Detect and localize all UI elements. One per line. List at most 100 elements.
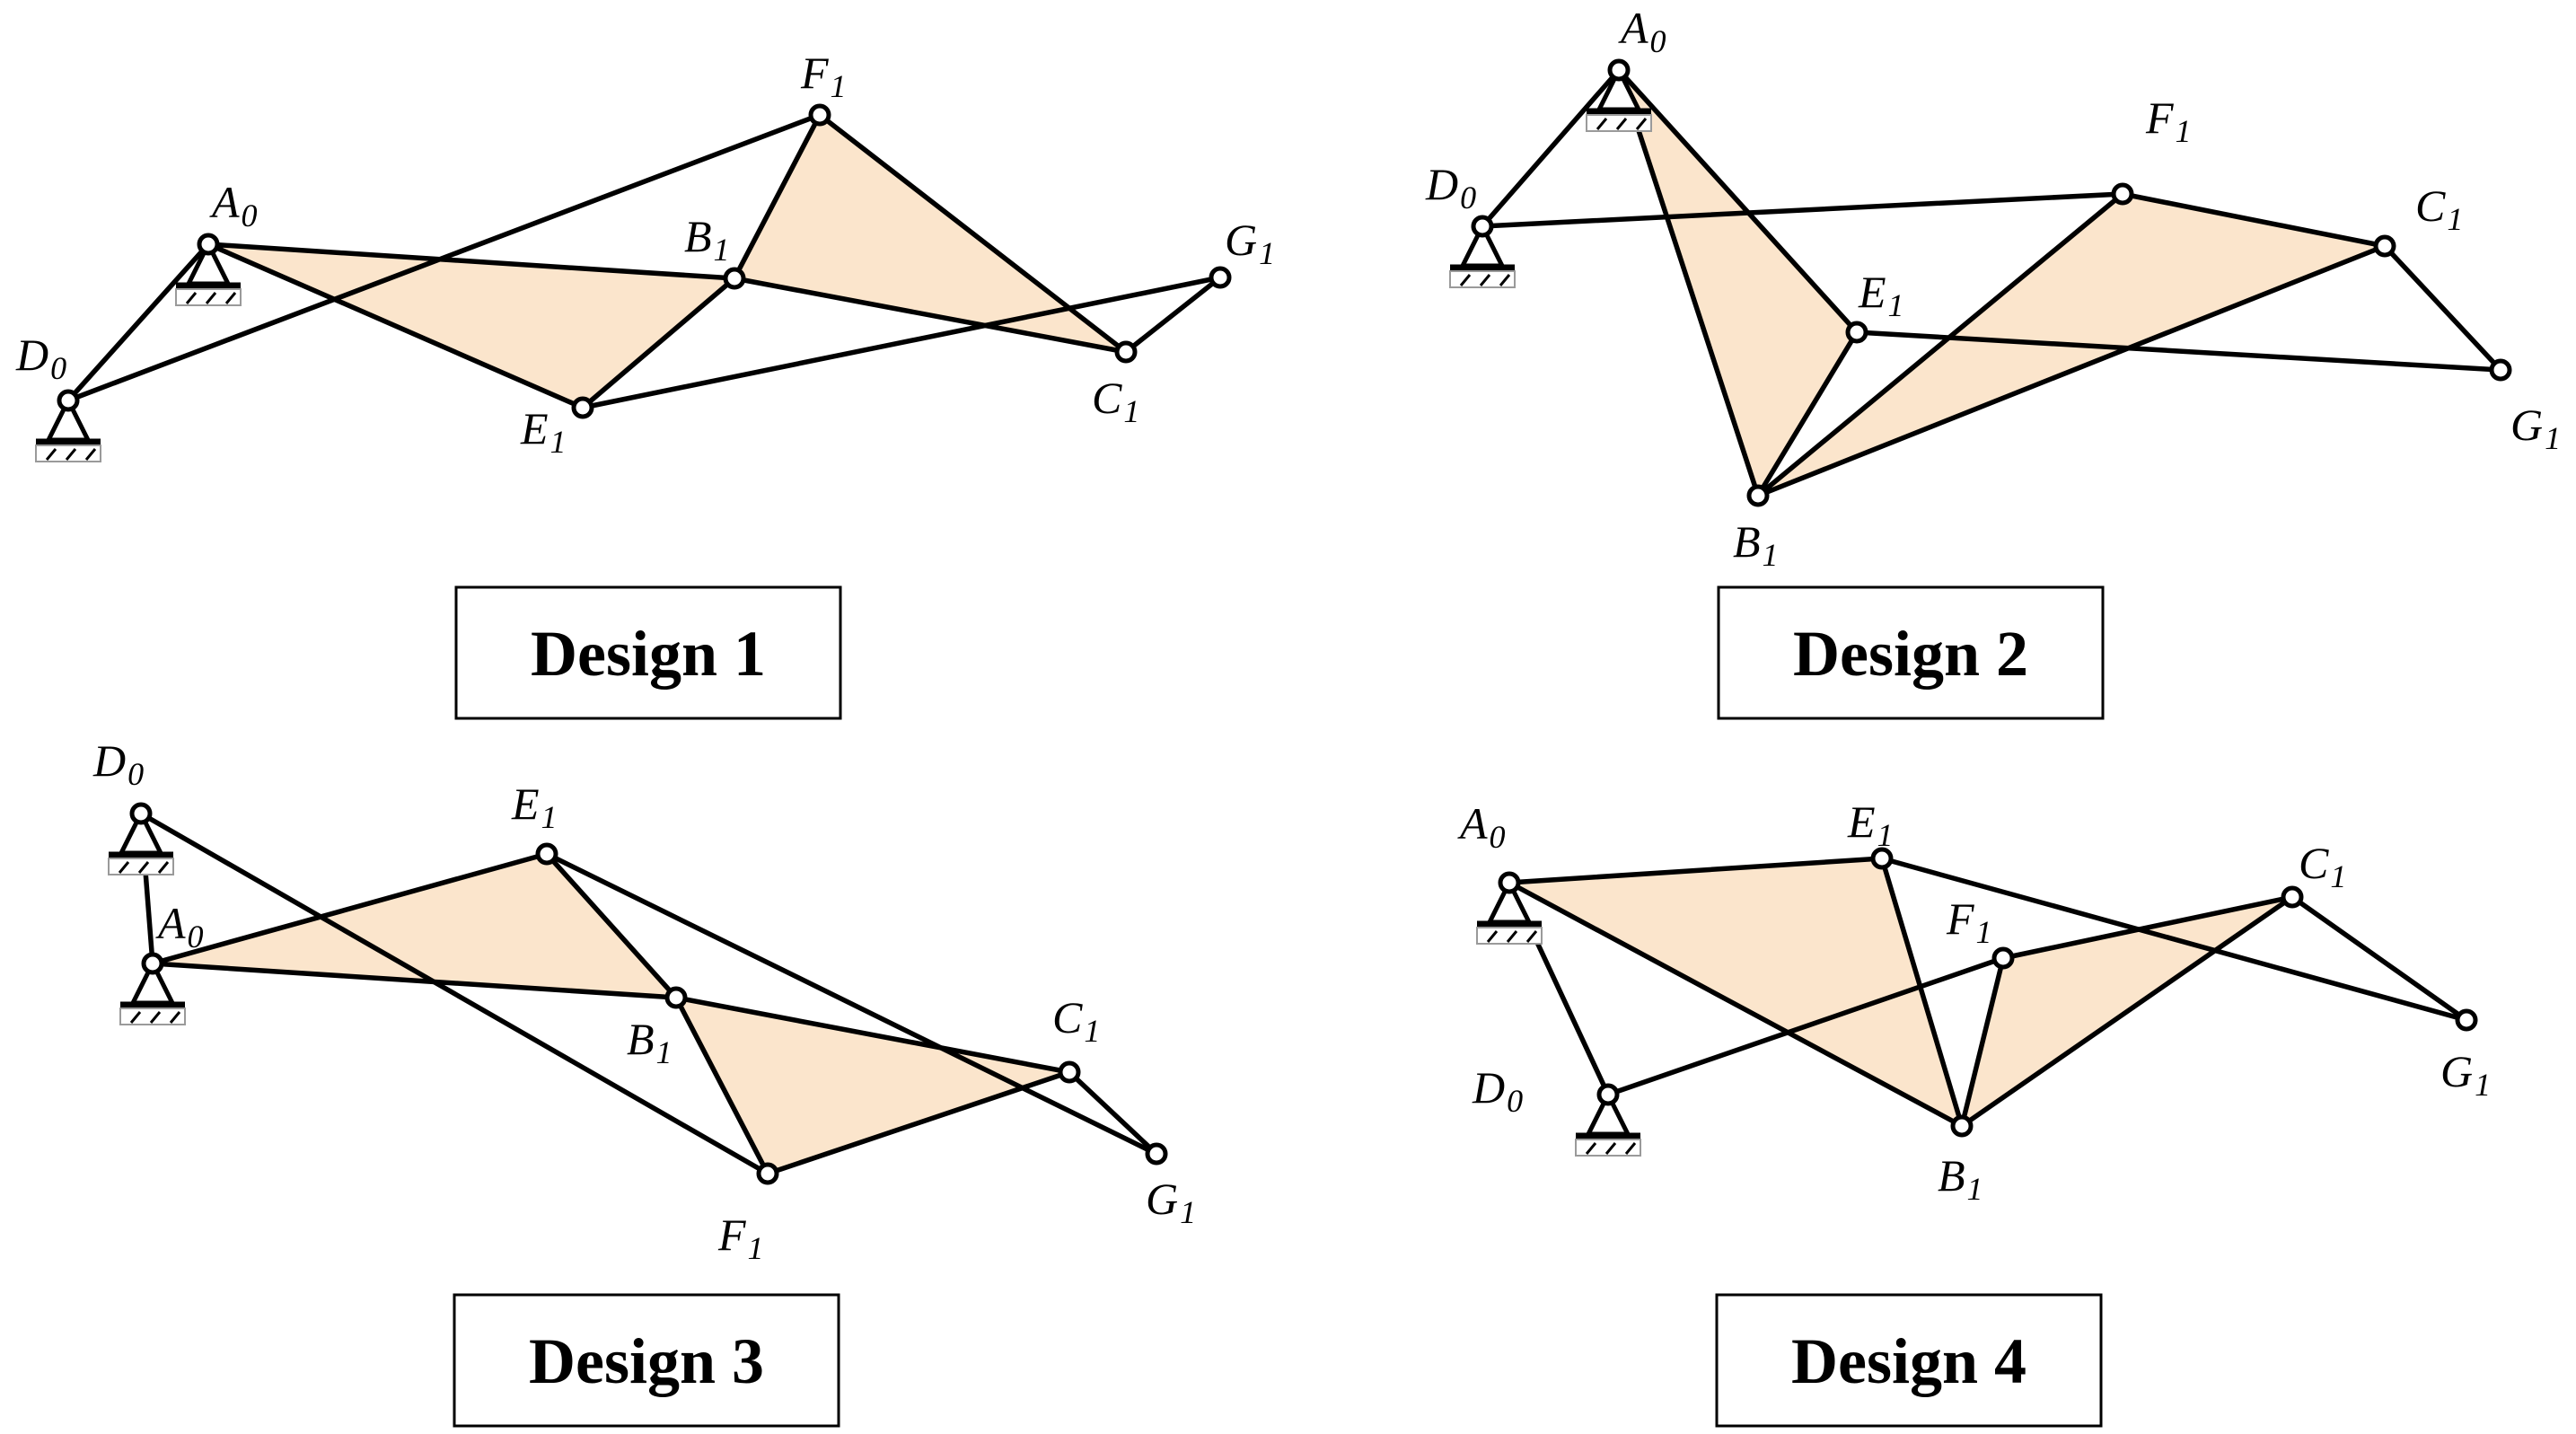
joint-C1 (2373, 234, 2396, 258)
link-D0-F1 (1480, 191, 2125, 229)
joint-label-letter: B (1938, 1150, 1965, 1201)
joint-label-subscript: 1 (1888, 287, 1904, 323)
design-title-box (453, 1293, 840, 1428)
joint-label-subscript: 1 (748, 1230, 764, 1266)
ternary-plate-F1-C1-B1 (1959, 894, 2295, 1129)
support-hatch-line (1506, 930, 1518, 943)
support-hatch-box (1476, 927, 1543, 945)
support-hatch-line (137, 861, 150, 874)
joint-C1 (1114, 340, 1138, 364)
support-hatch-box (35, 444, 101, 462)
joint-label-B1: B1 (1733, 516, 1779, 573)
joint-label-D0: D0 (1472, 1062, 1523, 1119)
joint-label-subscript: 1 (1259, 235, 1275, 271)
link-D0-F1 (66, 112, 822, 403)
link-E1-G1 (544, 851, 1159, 1157)
joint-B1 (1746, 484, 1770, 507)
link-D0-F1 (138, 811, 770, 1176)
joint-label-G1: G1 (1225, 215, 1275, 271)
joint-label-subscript: 1 (2176, 113, 2192, 149)
link-C1-G1 (2382, 243, 2503, 373)
joint-label-subscript: 1 (1763, 537, 1779, 573)
support-hatch-line (1585, 1142, 1597, 1155)
support-hatch-line (84, 448, 97, 461)
link-E1-G1 (1854, 330, 2503, 373)
joint-label-subscript: 0 (1650, 23, 1666, 59)
joint-D0 (57, 389, 80, 412)
joint-label-G1: G1 (2440, 1046, 2491, 1103)
support-hatch-box (108, 858, 174, 875)
joint-label-subscript: 1 (2475, 1067, 2491, 1103)
joint-A0 (197, 233, 220, 256)
ternary-plate-A0-E1-B1 (150, 851, 679, 1000)
joint-C1 (1058, 1060, 1081, 1084)
joint-F1 (756, 1162, 779, 1185)
joint-D0-ground-support (108, 808, 174, 875)
support-hatch-line (185, 292, 198, 304)
design-title: Design 4 (1791, 1325, 2027, 1397)
joint-label-A0: A0 (155, 898, 204, 955)
joint-label-letter: C (2415, 180, 2446, 231)
joint-label-G1: G1 (2510, 400, 2561, 456)
support-hatch-line (1615, 118, 1628, 130)
support-hatch-line (45, 448, 57, 461)
link-D0-F1 (1605, 955, 2006, 1097)
joint-label-B1: B1 (627, 1014, 673, 1070)
joint-label-F1: F1 (2145, 92, 2192, 149)
joint-E1 (1845, 321, 1868, 344)
ternary-plate-B1-C1-F1 (673, 995, 1072, 1176)
support-hatch-line (1605, 1142, 1617, 1155)
joint-label-A0: A0 (1618, 3, 1666, 59)
joint-A0 (1607, 58, 1631, 82)
joint-label-letter: F (2145, 92, 2174, 143)
ternary-plate-F1-B1-C1 (732, 112, 1129, 355)
joint-label-letter: A (1618, 3, 1648, 53)
joint-D0-ground-support (35, 395, 101, 462)
link-E1-G1 (1879, 856, 2469, 1023)
support-hatch-line (1624, 1142, 1637, 1155)
support-hatch-line (157, 861, 170, 874)
joint-label-B1: B1 (1938, 1150, 1983, 1207)
joint-D0-ground-support (1449, 221, 1516, 288)
support-hatch-box (1449, 270, 1516, 288)
joint-label-F1: F1 (717, 1210, 764, 1266)
support-hatch-box (1575, 1139, 1641, 1157)
support-hatch-line (1459, 274, 1472, 286)
support-hatch-line (1479, 274, 1491, 286)
link-C1-G1 (1123, 275, 1223, 355)
joint-label-subscript: 0 (188, 919, 204, 955)
joint-label-subscript: 0 (242, 198, 258, 233)
joint-E1 (1870, 847, 1894, 870)
joint-label-E1: E1 (511, 779, 558, 835)
joint-label-A0: A0 (209, 177, 258, 233)
joint-label-letter: G (1225, 215, 1257, 265)
design-title: Design 1 (531, 618, 766, 690)
joint-label-letter: A (1457, 798, 1488, 849)
design-title-box (1717, 585, 2105, 720)
joint-B1 (1950, 1114, 1974, 1138)
joint-label-letter: E (520, 403, 549, 453)
joint-B1 (664, 986, 688, 1009)
joint-D0-ground-support (1575, 1089, 1641, 1157)
joint-C1 (2281, 885, 2304, 909)
support-hatch-line (65, 448, 77, 461)
support-hatch-line (118, 861, 130, 874)
joint-label-letter: B (684, 211, 712, 261)
support-hatch-line (129, 1011, 142, 1024)
joint-label-subscript: 1 (1084, 1013, 1100, 1049)
link-E1-G1 (580, 275, 1223, 410)
joint-label-subscript: 1 (656, 1034, 673, 1070)
joint-F1 (808, 103, 831, 127)
design-title: Design 2 (1793, 618, 2028, 690)
joint-label-subscript: 1 (1967, 1171, 1983, 1207)
joint-E1 (571, 396, 594, 419)
joint-label-letter: F (1946, 893, 1974, 944)
joint-E1 (535, 842, 558, 866)
ternary-plate-A0-E1-B1 (1616, 67, 1859, 498)
design-title-box (454, 585, 842, 720)
support-hatch-box (119, 1007, 186, 1025)
